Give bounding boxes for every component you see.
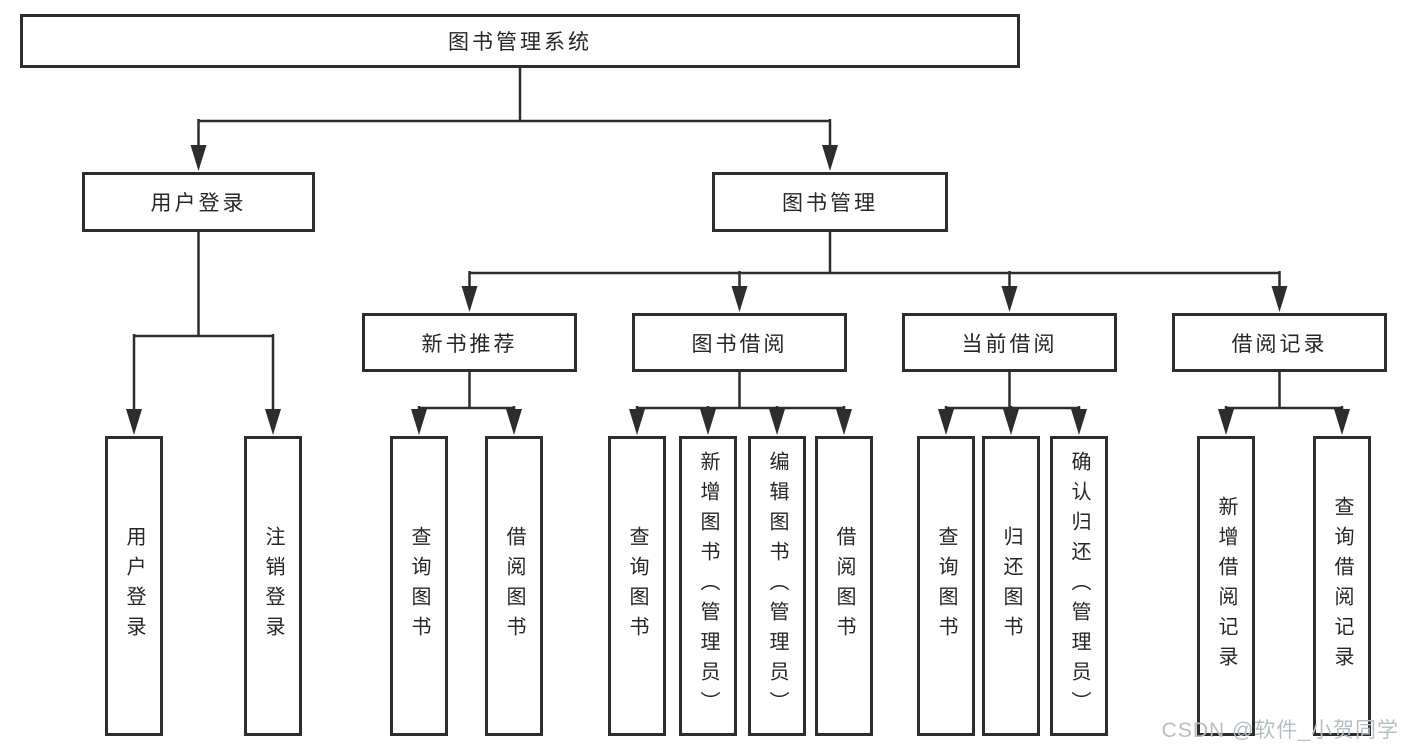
node-borrow-add-books-admin-label: 新增图书（管理员） xyxy=(697,451,719,721)
node-record-add-borrow-record: 新增借阅记录 xyxy=(1197,436,1255,736)
node-newbook-borrow-books-label: 借阅图书 xyxy=(503,526,525,646)
node-borrow-borrow-books-label: 借阅图书 xyxy=(833,526,855,646)
node-record-add-borrow-record-label: 新增借阅记录 xyxy=(1215,496,1237,676)
node-borrow-query-books: 查询图书 xyxy=(608,436,666,736)
edges-book-borrow-to-leaves xyxy=(629,372,852,435)
node-library-system: 图书管理系统 xyxy=(20,14,1020,68)
edges-root-to-level2 xyxy=(190,68,838,171)
node-current-confirm-return-admin: 确认归还（管理员） xyxy=(1050,436,1108,736)
node-current-return-books: 归还图书 xyxy=(982,436,1040,736)
node-borrow-edit-books-admin: 编辑图书（管理员） xyxy=(748,436,806,736)
node-leaf-logout-label: 注销登录 xyxy=(262,526,284,646)
node-record-query-borrow-record-label: 查询借阅记录 xyxy=(1331,496,1353,676)
node-new-book-recommend-label: 新书推荐 xyxy=(421,332,518,356)
node-newbook-query-books: 查询图书 xyxy=(390,436,448,736)
node-book-borrowing: 图书借阅 xyxy=(632,313,847,372)
node-current-confirm-return-admin-label: 确认归还（管理员） xyxy=(1068,451,1090,721)
node-user-login-branch: 用户登录 xyxy=(82,172,315,232)
node-borrow-add-books-admin: 新增图书（管理员） xyxy=(679,436,737,736)
node-library-system-label: 图书管理系统 xyxy=(448,31,592,54)
node-newbook-borrow-books: 借阅图书 xyxy=(485,436,543,736)
node-leaf-user-login-label: 用户登录 xyxy=(123,526,145,646)
edges-borrow-record-to-leaves xyxy=(1218,372,1350,435)
node-current-query-books: 查询图书 xyxy=(917,436,975,736)
node-new-book-recommend: 新书推荐 xyxy=(362,313,577,372)
node-leaf-logout: 注销登录 xyxy=(244,436,302,736)
edges-user-login-to-leaves xyxy=(126,232,281,435)
node-book-borrowing-label: 图书借阅 xyxy=(691,332,788,356)
csdn-watermark: CSDN @软件_小贺同学 xyxy=(1161,719,1399,742)
node-current-return-books-label: 归还图书 xyxy=(1000,526,1022,646)
node-book-management: 图书管理 xyxy=(712,172,948,232)
node-book-management-label: 图书管理 xyxy=(782,192,878,215)
edges-book-mgmt-to-level3 xyxy=(461,232,1288,312)
edges-new-book-to-leaves xyxy=(411,372,522,435)
node-current-borrowing: 当前借阅 xyxy=(902,313,1117,372)
node-current-borrowing-label: 当前借阅 xyxy=(961,332,1058,356)
node-borrow-borrow-books: 借阅图书 xyxy=(815,436,873,736)
node-borrow-edit-books-admin-label: 编辑图书（管理员） xyxy=(766,451,788,721)
node-leaf-user-login: 用户登录 xyxy=(105,436,163,736)
node-current-query-books-label: 查询图书 xyxy=(935,526,957,646)
node-borrowing-records-label: 借阅记录 xyxy=(1231,332,1328,356)
node-record-query-borrow-record: 查询借阅记录 xyxy=(1313,436,1371,736)
node-user-login-branch-label: 用户登录 xyxy=(150,192,247,215)
node-borrowing-records: 借阅记录 xyxy=(1172,313,1387,372)
node-borrow-query-books-label: 查询图书 xyxy=(626,526,648,646)
edges-current-borrow-to-leaves xyxy=(938,372,1087,435)
node-newbook-query-books-label: 查询图书 xyxy=(408,526,430,646)
